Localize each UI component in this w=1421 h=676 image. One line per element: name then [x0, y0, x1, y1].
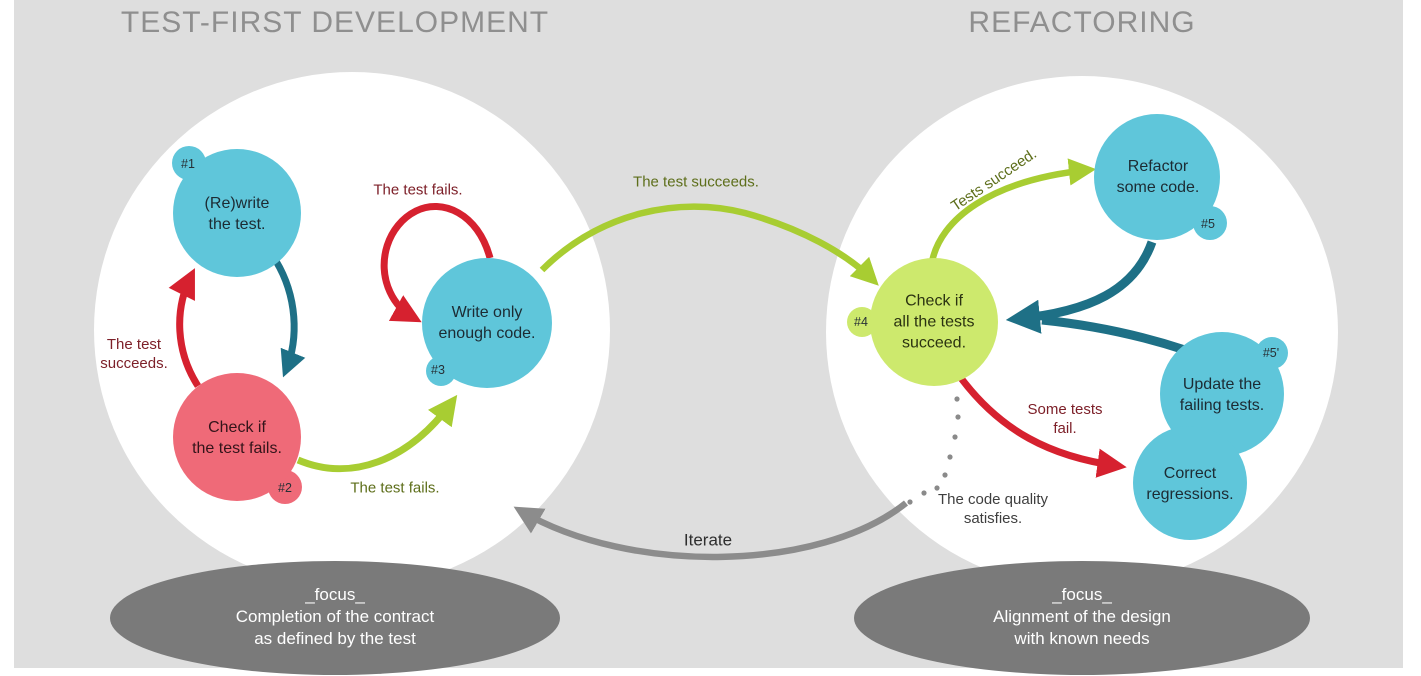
focus-left-line1: _focus_ [305, 585, 365, 604]
iterate-arrow [513, 500, 909, 561]
node-write-code-label: Write only enough code. [439, 302, 536, 344]
arrow-test-succeeds-cross [539, 203, 879, 286]
badge-1: #1 [181, 157, 195, 171]
node-refactor-line2: some code. [1116, 179, 1200, 196]
node-check-fail-line1: Check if [208, 419, 266, 436]
node-rewrite-line1: (Re)write [204, 195, 270, 212]
label-code-quality: The code quality satisfies. [938, 490, 1048, 528]
label-some-tests-fail-line1: Some tests [1027, 401, 1103, 418]
node-update-tests-line2: failing tests. [1179, 397, 1265, 414]
node-check-succeed-line3: succeed. [901, 334, 967, 352]
node-update-tests-circle [1160, 332, 1284, 456]
node-update-tests-label: Update the failing tests. [1180, 374, 1264, 416]
label-test-fails-bottom: The test fails. [350, 479, 440, 497]
node-write-code-circle [422, 258, 552, 388]
badge-5: #5 [1201, 217, 1215, 231]
node-rewrite-label: (Re)write the test. [205, 193, 270, 235]
node-update-tests-line1: Update the [1182, 376, 1262, 393]
focus-right-label: _focus_ Alignment of the design with kno… [993, 584, 1171, 650]
node-rewrite-line2: the test. [208, 216, 266, 233]
badge-3: #3 [431, 363, 445, 377]
node-check-fail-label: Check if the test fails. [192, 417, 282, 459]
focus-left-label: _focus_ Completion of the contract as de… [236, 584, 434, 650]
focus-right-line2: Alignment of the design [993, 607, 1171, 626]
badge-2: #2 [278, 481, 292, 495]
label-test-succeeds-left-line2: succeeds. [100, 355, 168, 372]
node-check-succeed-line2: all the tests [893, 313, 975, 331]
node-check-succeed-badge-circle [847, 307, 877, 337]
arrow-test-fails-to-write [296, 394, 458, 473]
badge-4: #4 [854, 315, 868, 329]
focus-right-line3: with known needs [1014, 629, 1150, 648]
node-write-code-line1: Write only [451, 304, 523, 321]
arrow-update-to-check [1041, 315, 1187, 355]
focus-left-line2: Completion of the contract [235, 607, 435, 626]
focus-right-line1: _focus_ [1052, 585, 1112, 604]
node-check-succeed-circle [870, 258, 998, 386]
arrow-test-succeeds-up [168, 268, 201, 388]
label-code-quality-line1: The code quality [937, 491, 1049, 508]
label-some-tests-fail-line2: fail. [1053, 420, 1077, 437]
focus-ellipse-left [110, 561, 560, 675]
arrow-test-fails-loop [380, 203, 494, 323]
arrow-rewrite-to-check [272, 259, 306, 378]
node-check-fail-circle [173, 373, 301, 501]
arrow-refactor-to-check [1005, 240, 1157, 334]
focus-left-line3: as defined by the test [254, 629, 416, 648]
node-correct-label: Correct regressions. [1146, 463, 1233, 505]
label-test-succeeds-left: The test succeeds. [100, 335, 168, 373]
node-check-fail-line2: the test fails. [192, 440, 282, 457]
node-check-succeed-label: Check if all the tests succeed. [894, 291, 975, 354]
dotted-trail [907, 396, 961, 505]
section-title-right: REFACTORING [968, 6, 1196, 39]
arrow-some-tests-fail [955, 371, 1127, 478]
label-code-quality-line2: satisfies. [963, 510, 1023, 527]
label-test-fails-loop: The test fails. [373, 181, 463, 199]
section-title-left: TEST-FIRST DEVELOPMENT [120, 6, 550, 39]
label-test-succeeds-left-line1: The test [106, 336, 162, 353]
node-correct-line2: regressions. [1146, 486, 1234, 503]
node-rewrite-circle [173, 149, 301, 277]
node-correct-line1: Correct [1163, 465, 1217, 482]
focus-ellipse-right [854, 561, 1310, 675]
node-write-code-line2: enough code. [438, 325, 536, 342]
node-check-succeed-line1: Check if [905, 292, 963, 310]
node-refactor-line1: Refactor [1127, 158, 1189, 175]
label-test-succeeds-cross: The test succeeds. [633, 173, 759, 191]
node-refactor-circle [1094, 114, 1220, 240]
label-some-tests-fail: Some tests fail. [1027, 400, 1102, 438]
label-iterate: Iterate [683, 530, 733, 550]
node-refactor-label: Refactor some code. [1117, 156, 1200, 198]
node-correct-circle [1133, 426, 1247, 540]
arrow-tests-succeed [928, 158, 1097, 263]
badge-5-prime: #5' [1262, 346, 1280, 360]
